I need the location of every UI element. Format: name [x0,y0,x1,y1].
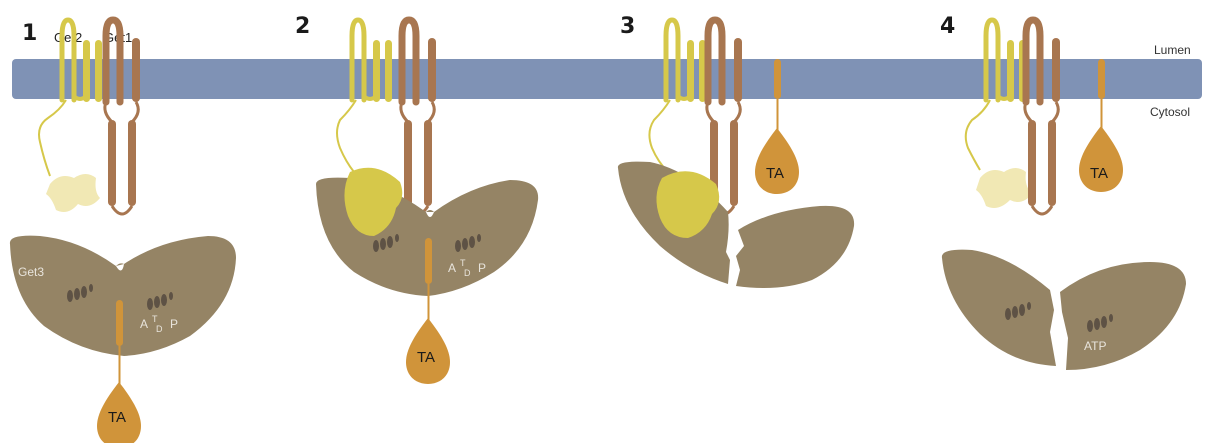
ta-label: TA [108,409,126,426]
ta-label: TA [766,165,784,182]
ta-tail-anchor [425,238,432,284]
svg-text:P: P [170,317,178,331]
step-number-4: 4 [940,14,955,39]
ta-tail-anchor [116,300,123,346]
get1-transmembrane [401,20,436,214]
step-number-3: 3 [620,14,635,39]
step-number-2: 2 [295,14,310,39]
ta-protein [1079,126,1123,192]
atp-label: ATP [1084,339,1106,353]
ta-tail-anchor [1098,59,1105,99]
get1-transmembrane [105,20,140,214]
ta-label: TA [1090,165,1108,182]
svg-text:T: T [152,314,158,324]
get2-linker [337,100,356,172]
cytosol-label: Cytosol [1150,105,1190,119]
svg-text:D: D [156,324,163,334]
get3-right-half [1060,262,1186,370]
get3-label: Get3 [18,265,44,279]
get2-cytosolic-domain-free [46,174,100,212]
svg-text:D: D [464,268,471,278]
svg-text:A: A [448,261,456,275]
svg-text:A: A [140,317,148,331]
lumen-label: Lumen [1154,43,1191,57]
get2-linker [649,100,670,172]
get2-linker [966,100,990,170]
ta-tail-anchor [774,59,781,99]
ta-label: TA [417,349,435,366]
get2-label: Get2 [54,30,82,45]
svg-text:T: T [460,258,466,268]
get2-cytosolic-domain-free [976,168,1032,208]
get3-right-half [736,206,854,288]
get1-transmembrane [1025,20,1060,214]
get3-left-half [942,250,1056,366]
svg-text:P: P [478,261,486,275]
step-number-1: 1 [22,21,37,46]
get2-linker [39,100,66,176]
ta-protein [755,128,799,194]
